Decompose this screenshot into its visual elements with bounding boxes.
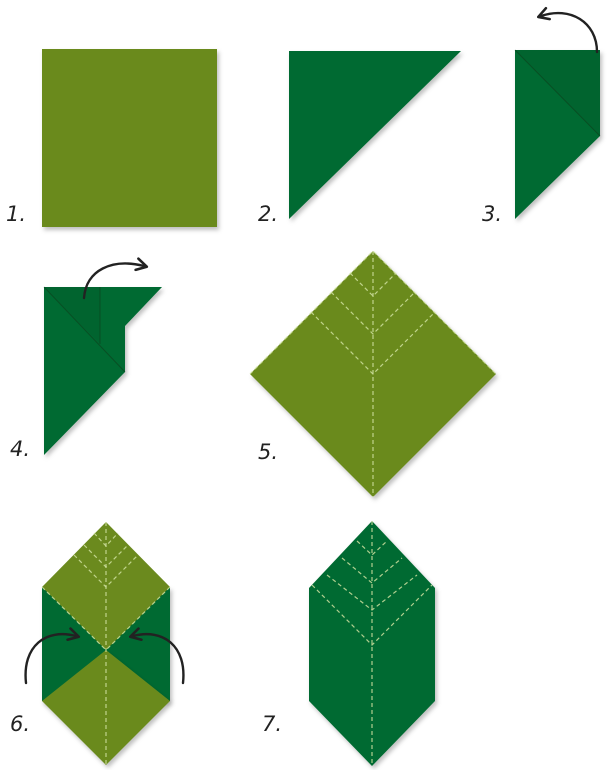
- square-paper: [42, 49, 217, 227]
- step-1: 1.: [6, 49, 217, 227]
- step-5: 5.: [250, 251, 496, 497]
- step-7: 7.: [262, 521, 435, 766]
- step-label: 1.: [6, 202, 26, 226]
- triangle-fold: [289, 51, 461, 219]
- folded-shape: [44, 287, 162, 455]
- step-4: 4.: [10, 264, 162, 461]
- step-label: 5.: [258, 440, 278, 464]
- step-6: 6.: [10, 522, 183, 765]
- step-2: 2.: [258, 51, 461, 226]
- step-label: 7.: [262, 712, 282, 736]
- curved-arrow-icon: [541, 13, 597, 52]
- step-label: 2.: [258, 202, 278, 226]
- step-label: 3.: [482, 202, 502, 226]
- step-3: 3.: [482, 13, 600, 226]
- step-label: 4.: [10, 437, 30, 461]
- step-label: 6.: [10, 712, 30, 736]
